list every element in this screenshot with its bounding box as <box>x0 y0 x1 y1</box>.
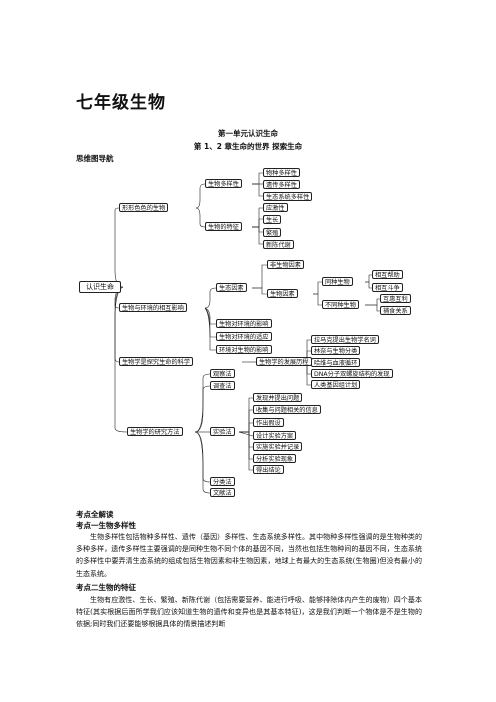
connector <box>204 287 217 309</box>
connector <box>239 397 253 433</box>
mindmap-node: 生长 <box>263 215 282 224</box>
mindmap-node: 文献法 <box>210 488 235 497</box>
mindmap-node: 相互斗争 <box>372 283 403 292</box>
connector <box>252 226 263 245</box>
mindmap-node: 调查法 <box>210 381 235 390</box>
mindmap-node: 生物与环境的相互影响 <box>119 303 187 312</box>
mindmap-node: 相互帮助 <box>372 270 403 279</box>
section-heading: 考点全解读 <box>76 510 114 519</box>
mindmap-node: 生物对环境的影响 <box>216 319 272 328</box>
mindmap-node: 发现并提出问题 <box>253 393 303 402</box>
connector <box>252 218 263 228</box>
mindmap-node: 不同种生物 <box>322 300 359 309</box>
mindmap-node: 生态系统多样性 <box>263 192 313 201</box>
page-title: 七年级生物 <box>76 93 166 113</box>
mindmap-node: 生物学的研究方法 <box>127 427 183 436</box>
mindmap-node: 环境对生物的影响 <box>216 345 272 354</box>
chapter-title: 第 1、2 章生命的世界 探索生命 <box>193 142 303 151</box>
mindmap-node: 生物学的发展历程 <box>256 357 312 366</box>
connector <box>194 373 211 433</box>
mindmap-node: 拉马克提出生物学名词 <box>311 335 379 344</box>
connector <box>195 183 206 209</box>
connector <box>252 226 263 233</box>
connector <box>114 207 124 288</box>
mindmap-node: 实验法 <box>210 427 235 436</box>
connector <box>313 281 322 295</box>
connector <box>204 307 216 351</box>
connector <box>252 207 263 228</box>
connector <box>252 264 267 289</box>
connector <box>204 307 216 325</box>
mindmap-node: 林奈与生物分类 <box>311 346 361 355</box>
mindmap-node: 遗传多样性 <box>263 180 300 189</box>
connector <box>239 431 253 471</box>
connector <box>252 172 263 185</box>
mindmap-node: 实施实验并记录 <box>253 442 303 451</box>
mindmap-node: 哈维与血液循环 <box>311 358 361 367</box>
mindmap-node: 捕食关系 <box>380 306 411 315</box>
connector <box>238 431 254 437</box>
mindmap-node: 同种生物 <box>322 277 353 286</box>
connector <box>194 385 211 433</box>
mindmap-node: DNA分子双螺旋结构的发现 <box>311 369 393 378</box>
connector <box>365 304 380 312</box>
mindmap-node: 收集与问题相关的信息 <box>253 405 321 414</box>
connector <box>239 431 253 460</box>
mindmap-node: 分析实验现象 <box>253 454 297 463</box>
mindmap-node: 生物的特征 <box>205 222 242 231</box>
connector <box>195 207 206 228</box>
mindmap-node: 非生物因素 <box>267 260 304 269</box>
point-heading: 考点二生物的特征 <box>76 583 136 592</box>
mindmap-node: 繁殖 <box>263 228 282 237</box>
connector <box>204 307 216 338</box>
mindmap-node: 应激性 <box>263 203 288 212</box>
point-heading: 考点一生物多样性 <box>76 521 136 530</box>
mindmap-node: 新陈代谢 <box>263 240 294 249</box>
mindmap-node: 设计实验方案 <box>253 431 297 440</box>
mindmap-node: 得出结论 <box>253 465 284 474</box>
mindmap-node: 作出假设 <box>253 418 284 427</box>
mindmap-node: 物种多样性 <box>263 168 300 177</box>
connector <box>239 409 253 433</box>
mindmap-node: 生物学是探究生命的科学 <box>119 357 194 366</box>
connector <box>114 286 124 363</box>
connector <box>252 183 263 197</box>
connector <box>365 298 380 306</box>
unit-title: 第一单元认识生命 <box>218 129 278 138</box>
paragraph: 生物有应激性、生长、繁殖、新陈代谢（包括需要营养、能进行呼吸、能够排除体内产生的… <box>76 596 422 629</box>
mindmap-node: 生物对环境的适应 <box>216 332 272 341</box>
connector <box>194 431 211 494</box>
mindmap-node: 生态因素 <box>216 283 247 292</box>
mindmap-node: 生物多样性 <box>205 179 242 188</box>
mindmap-heading: 思维图导航 <box>76 154 114 163</box>
mindmap-node: 观察法 <box>210 369 235 378</box>
mindmap-node: 形形色色的生物 <box>119 203 169 212</box>
connector <box>252 287 267 295</box>
connector <box>365 281 372 289</box>
mindmap-root: 认识生命 <box>79 281 121 293</box>
connector <box>239 422 253 433</box>
mindmap-node: 分类法 <box>210 477 235 486</box>
mindmap-node: 生物因素 <box>267 289 298 298</box>
mindmap-node: 人类基因组计划 <box>311 380 361 389</box>
connector <box>313 293 322 306</box>
paragraph: 生物多样性包括物种多样性、遗传（基因）多样性、生态系统多样性。其中物种多样性强调… <box>76 533 422 578</box>
connector <box>365 274 372 283</box>
mindmap-node: 互惠互利 <box>380 294 411 303</box>
